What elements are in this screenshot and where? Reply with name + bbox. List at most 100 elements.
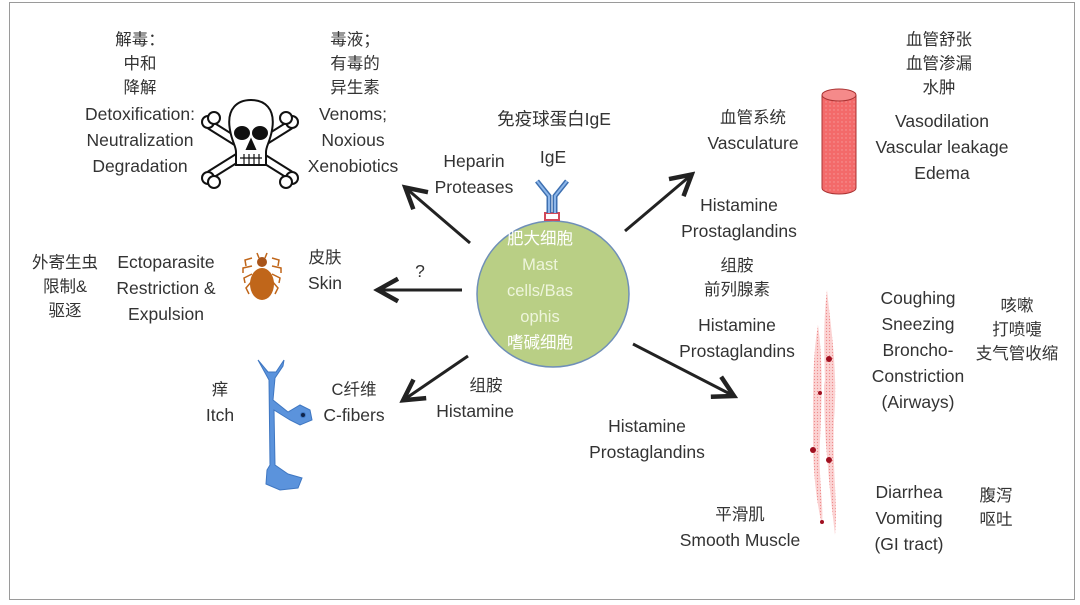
mast-cell-en-2: cells/Bas — [506, 282, 574, 300]
mediator-prostaglandins-2: Prostaglandins — [679, 341, 795, 361]
mediator-histamine-2: Histamine — [698, 315, 776, 335]
c-fiber-neuron-icon — [257, 359, 313, 491]
ecto-en-1: Ectoparasite — [117, 252, 215, 272]
skin-label: 皮肤 Skin — [300, 246, 350, 296]
mediator-proteases: Proteases — [434, 177, 514, 197]
ectoparasite-label-en: Ectoparasite Restriction & Expulsion — [104, 249, 228, 327]
arrow-to-nerve — [405, 354, 469, 399]
vasc-zh-1: 血管舒张 — [906, 31, 972, 49]
venoms-label-en: Venoms; Noxious Xenobiotics — [296, 101, 410, 179]
airways-zh-1: 咳嗽 — [1000, 297, 1034, 315]
mediator-heparin: Heparin — [443, 151, 505, 171]
muscle-nucleus — [818, 391, 822, 395]
venoms-en-1: Venoms; — [318, 104, 388, 124]
airways-effects-zh: 咳嗽 打喷嚏 支气管收缩 — [966, 294, 1068, 366]
venoms-en-3: Xenobiotics — [307, 156, 399, 176]
mediator-prostaglandins-3: Prostaglandins — [589, 442, 705, 462]
venoms-label-zh: 毒液； 有毒的 异生素 — [310, 28, 400, 100]
skull-crossbones-icon — [201, 98, 299, 189]
vasc-en-2: Vascular leakage — [875, 137, 1009, 157]
c-fibers-zh: C纤维 — [331, 381, 377, 399]
detox-en-1: Detoxification: — [85, 104, 195, 124]
airways-en-1: Coughing — [880, 288, 956, 308]
vascular-effects-en: Vasodilation Vascular leakage Edema — [862, 108, 1022, 186]
vasculature-label: 血管系统 Vasculature — [696, 106, 810, 156]
ige-label-zh: 免疫球蛋白IgE — [497, 109, 611, 129]
venoms-zh-2: 有毒的 — [330, 55, 380, 73]
skin-zh: 皮肤 — [308, 249, 342, 267]
ecto-zh-1: 外寄生虫 — [32, 254, 98, 272]
vasculature-zh: 血管系统 — [720, 109, 786, 127]
muscle-nucleus — [826, 457, 832, 463]
gi-zh-2: 呕吐 — [979, 511, 1013, 529]
ige-label-en: IgE — [539, 147, 567, 167]
histamine-nerve-zh: 组胺 — [469, 377, 503, 395]
vascular-effects-zh: 血管舒张 血管渗漏 水肿 — [894, 28, 984, 100]
airways-en-3: Broncho- — [882, 340, 954, 360]
ige-antibody-icon — [535, 179, 569, 221]
venoms-zh-3: 异生素 — [330, 79, 380, 97]
muscle-med-zh-1: 组胺 — [720, 257, 754, 275]
muscle-mediators-en: Histamine Prostaglandins — [670, 312, 804, 364]
mediator-histamine-3: Histamine — [608, 416, 686, 436]
itch-label: 痒 Itch — [198, 378, 242, 428]
vasc-zh-3: 水肿 — [922, 79, 956, 97]
muscle-nucleus — [826, 356, 832, 362]
vasc-en-3: Edema — [914, 163, 970, 183]
mediator-prostaglandins-1: Prostaglandins — [681, 221, 797, 241]
arrow-to-smooth-muscle — [632, 342, 732, 395]
histamine-nerve-en: Histamine — [436, 401, 514, 421]
ecto-en-3: Expulsion — [128, 304, 204, 324]
detox-en-2: Neutralization — [86, 130, 194, 150]
airways-en-4: Constriction — [871, 366, 965, 386]
heparin-proteases-label: Heparin Proteases — [426, 148, 522, 200]
arrow-to-vasculature — [624, 176, 690, 233]
detox-en-3: Degradation — [92, 156, 188, 176]
blood-vessel-icon — [821, 88, 857, 195]
detox-zh-3: 降解 — [123, 79, 157, 97]
muscle-mediators-zh: 组胺 前列腺素 — [692, 254, 782, 302]
mast-cell-en-3: ophis — [520, 308, 560, 326]
gi-en-1: Diarrhea — [875, 482, 943, 502]
gi-en-3: (GI tract) — [874, 534, 944, 554]
detox-label-en: Detoxification: Neutralization Degradati… — [68, 101, 212, 179]
smooth-muscle-icon — [810, 290, 836, 535]
smooth-muscle-label: 平滑肌 Smooth Muscle — [668, 503, 812, 553]
muscle-med-zh-2: 前列腺素 — [704, 281, 770, 299]
itch-en: Itch — [205, 405, 235, 425]
ectoparasite-label-zh: 外寄生虫 限制& 驱逐 — [24, 251, 106, 323]
gi-en-2: Vomiting — [875, 508, 943, 528]
gi-zh-1: 腹泻 — [979, 487, 1013, 505]
smooth-muscle-zh: 平滑肌 — [715, 506, 765, 524]
mast-cell-zh-top: 肥大细胞 — [507, 230, 573, 248]
muscle-nucleus — [820, 520, 824, 524]
detox-label-zh: 解毒： 中和 降解 — [100, 28, 180, 100]
c-fibers-label: C纤维 C-fibers — [316, 378, 392, 428]
mediator-histamine-1: Histamine — [700, 195, 778, 215]
unknown-mediator-label: ? — [415, 261, 425, 281]
gi-effects-zh: 腹泻 呕吐 — [970, 484, 1022, 532]
vasc-en-1: Vasodilation — [894, 111, 990, 131]
mast-cell-zh-bottom: 嗜碱细胞 — [507, 334, 573, 352]
vasculature-en: Vasculature — [707, 133, 799, 153]
histamine-nerve-label: 组胺 Histamine — [418, 374, 514, 424]
tick-parasite-icon — [242, 252, 282, 300]
itch-zh: 痒 — [211, 381, 229, 399]
venoms-zh-1: 毒液； — [330, 31, 380, 49]
ecto-en-2: Restriction & — [116, 278, 216, 298]
skin-en: Skin — [307, 273, 343, 293]
smooth-muscle-en: Smooth Muscle — [679, 530, 801, 550]
ecto-zh-3: 驱逐 — [48, 302, 82, 320]
muscle-nucleus — [810, 447, 816, 453]
vasc-zh-2: 血管渗漏 — [906, 55, 972, 73]
muscle-mediators-en-2: Histamine Prostaglandins — [580, 413, 714, 465]
airways-en-2: Sneezing — [881, 314, 955, 334]
airways-zh-2: 打喷嚏 — [992, 321, 1042, 339]
vasculature-mediators-label: Histamine Prostaglandins — [672, 192, 806, 244]
mast-cell-label: 肥大细胞 Mast cells/Bas ophis 嗜碱细胞 — [478, 226, 602, 356]
airways-en-5: (Airways) — [881, 392, 955, 412]
detox-zh-2: 中和 — [123, 55, 157, 73]
detox-zh-1: 解毒： — [115, 31, 165, 49]
arrow-to-detox — [407, 189, 471, 245]
